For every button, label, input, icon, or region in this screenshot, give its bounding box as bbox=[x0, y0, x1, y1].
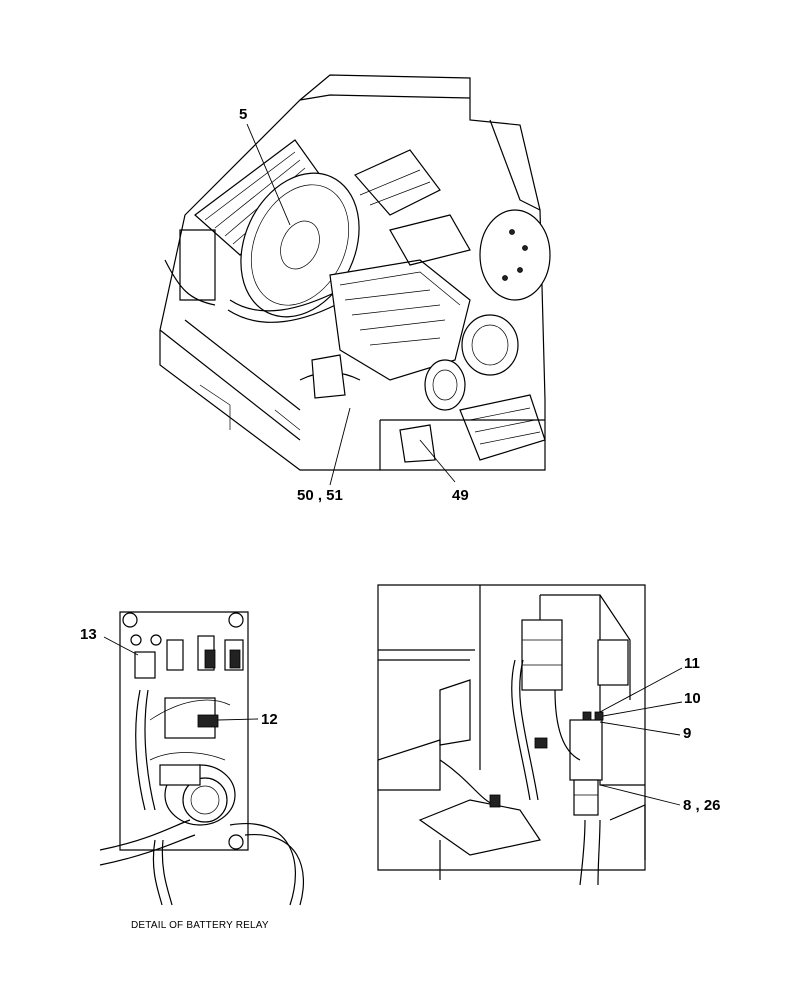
callout-5: 5 bbox=[239, 106, 248, 123]
callout-9: 9 bbox=[683, 725, 692, 742]
callout-10: 10 bbox=[684, 690, 701, 707]
battery-relay-view bbox=[99, 611, 304, 906]
callout-13: 13 bbox=[80, 626, 97, 643]
callout-12: 12 bbox=[261, 711, 278, 728]
battery-relay-caption: DETAIL OF BATTERY RELAY bbox=[131, 920, 269, 931]
engine-assembly-view bbox=[159, 74, 551, 486]
filter-assembly-view bbox=[377, 584, 683, 886]
callout-49: 49 bbox=[452, 487, 469, 504]
callout-50-51: 50 , 51 bbox=[297, 487, 343, 504]
callout-11: 11 bbox=[684, 655, 700, 672]
callout-8-26: 8 , 26 bbox=[683, 797, 721, 814]
